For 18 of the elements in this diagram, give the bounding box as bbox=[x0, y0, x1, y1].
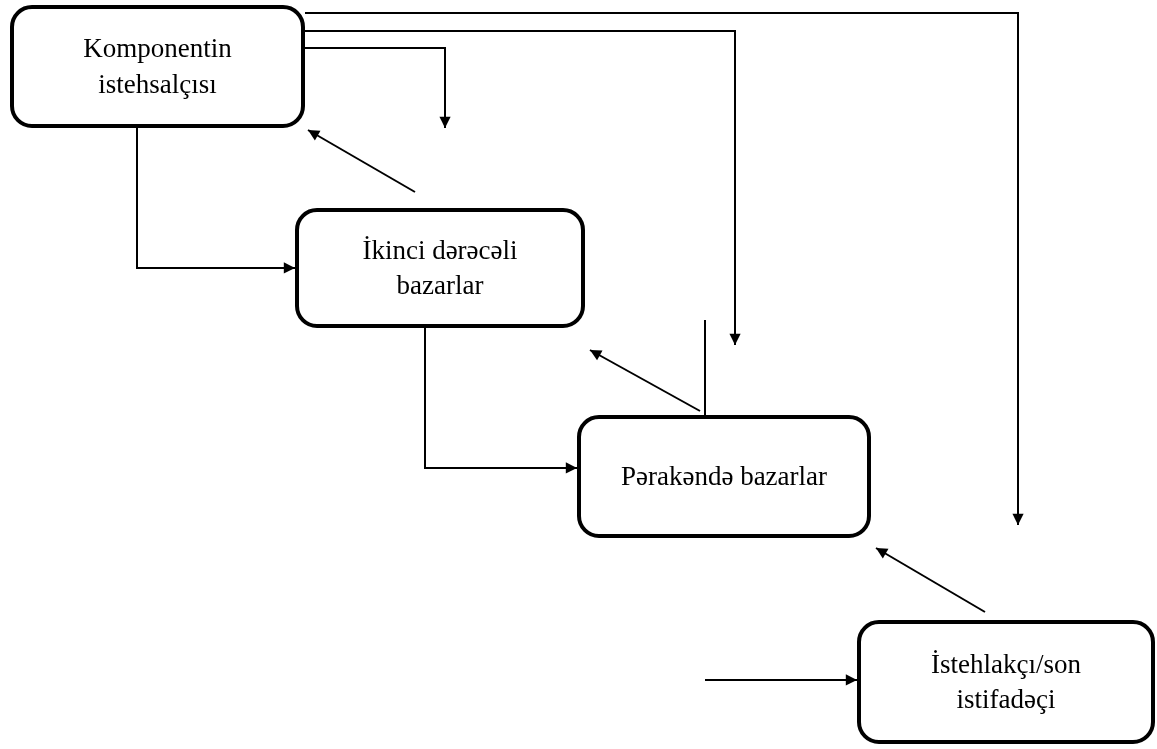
arrow bbox=[304, 47, 451, 129]
process-box bbox=[577, 415, 871, 538]
arrow bbox=[704, 674, 858, 686]
process-box bbox=[10, 5, 305, 128]
process-box bbox=[857, 620, 1155, 744]
connector-line bbox=[704, 319, 706, 416]
box-label: İstehlakçı/son istifadəçi bbox=[930, 647, 1082, 716]
arrow bbox=[304, 12, 1024, 526]
arrow bbox=[304, 30, 741, 346]
box-label: Komponentin istehsalçısı bbox=[82, 32, 233, 101]
arrow bbox=[589, 349, 701, 412]
box-label: Pərakəndə bazarlar bbox=[620, 459, 828, 493]
arrow bbox=[136, 127, 296, 274]
box-label: İkinci dərəcəli bazarlar bbox=[361, 233, 519, 302]
process-box bbox=[295, 208, 585, 328]
arrow bbox=[424, 327, 578, 474]
arrow bbox=[875, 547, 986, 613]
arrow bbox=[307, 129, 416, 193]
